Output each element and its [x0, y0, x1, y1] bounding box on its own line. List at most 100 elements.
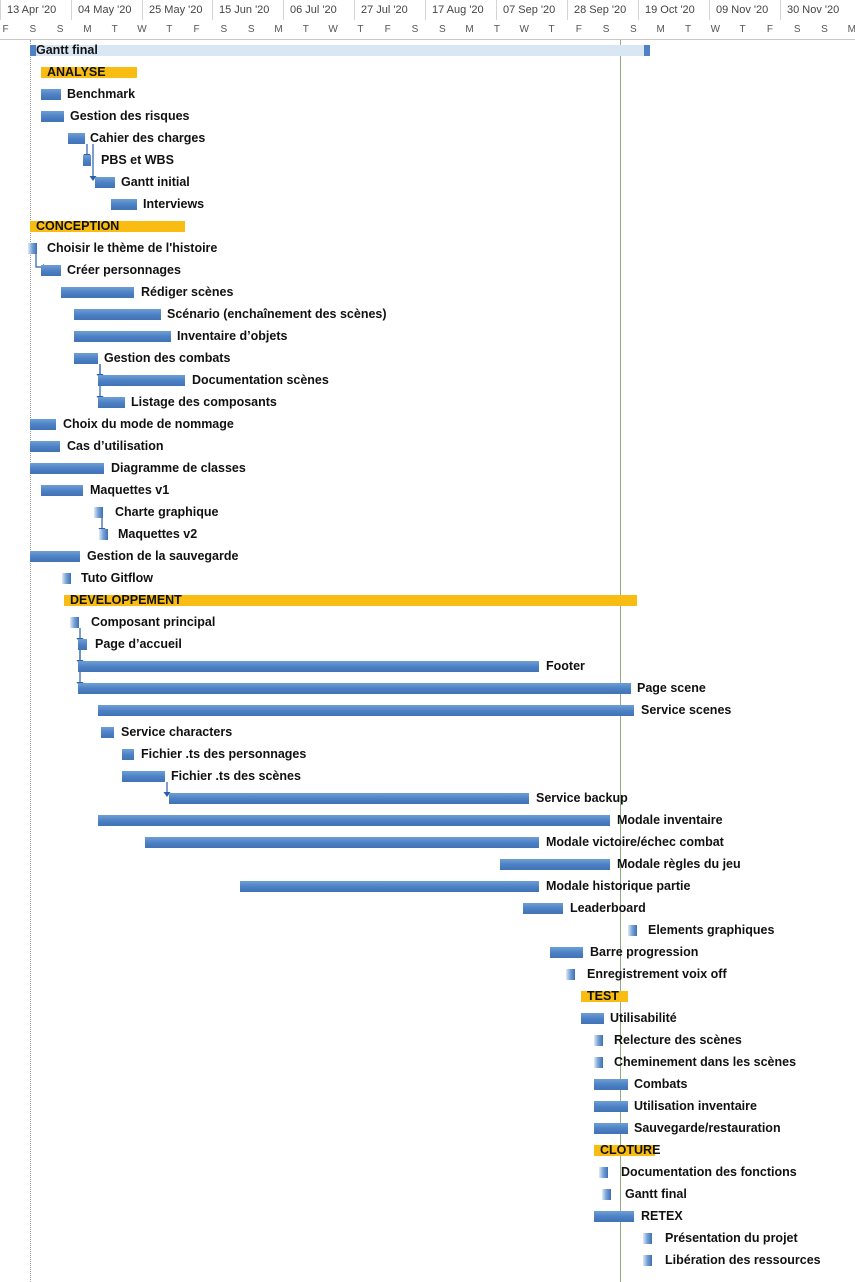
short-task-bar[interactable] — [70, 617, 79, 628]
task-row[interactable]: Elements graphiques — [0, 919, 855, 941]
task-row[interactable]: Gantt final — [0, 39, 855, 61]
task-row[interactable]: Interviews — [0, 193, 855, 215]
short-task-bar[interactable] — [28, 243, 37, 254]
task-row[interactable]: Gestion de la sauvegarde — [0, 545, 855, 567]
task-row[interactable]: CONCEPTION — [0, 215, 855, 237]
task-row[interactable]: Modale victoire/échec combat — [0, 831, 855, 853]
short-task-bar[interactable] — [602, 1189, 611, 1200]
task-bar[interactable] — [74, 309, 161, 320]
task-row[interactable]: Modale inventaire — [0, 809, 855, 831]
task-row[interactable]: Sauvegarde/restauration — [0, 1117, 855, 1139]
task-row[interactable]: Fichier .ts des scènes — [0, 765, 855, 787]
task-bar[interactable] — [122, 749, 134, 760]
short-task-bar[interactable] — [628, 925, 637, 936]
summary-bar[interactable] — [64, 595, 637, 606]
task-bar[interactable] — [41, 265, 61, 276]
task-row[interactable]: Tuto Gitflow — [0, 567, 855, 589]
task-bar[interactable] — [78, 683, 631, 694]
task-row[interactable]: Fichier .ts des personnages — [0, 743, 855, 765]
task-bar[interactable] — [550, 947, 583, 958]
task-row[interactable]: Page d’accueil — [0, 633, 855, 655]
task-bar[interactable] — [500, 859, 610, 870]
short-task-bar[interactable] — [599, 1167, 608, 1178]
task-bar[interactable] — [78, 639, 87, 650]
summary-bar[interactable] — [41, 67, 137, 78]
short-task-bar[interactable] — [643, 1233, 652, 1244]
short-task-bar[interactable] — [594, 1035, 603, 1046]
task-row[interactable]: TEST — [0, 985, 855, 1007]
task-row[interactable]: Benchmark — [0, 83, 855, 105]
task-bar[interactable] — [594, 1101, 628, 1112]
task-bar[interactable] — [594, 1123, 628, 1134]
task-bar[interactable] — [594, 1079, 628, 1090]
task-row[interactable]: Listage des composants — [0, 391, 855, 413]
task-row[interactable]: Présentation du projet — [0, 1227, 855, 1249]
task-bar[interactable] — [78, 661, 539, 672]
task-bar[interactable] — [30, 551, 80, 562]
task-row[interactable]: Charte graphique — [0, 501, 855, 523]
task-bar[interactable] — [30, 463, 104, 474]
task-row[interactable]: Combats — [0, 1073, 855, 1095]
task-row[interactable]: Libération des ressources — [0, 1249, 855, 1271]
task-bar[interactable] — [169, 793, 529, 804]
task-bar[interactable] — [95, 177, 115, 188]
task-row[interactable]: Diagramme de classes — [0, 457, 855, 479]
task-bar[interactable] — [61, 287, 134, 298]
summary-bar[interactable] — [581, 991, 628, 1002]
task-row[interactable]: Maquettes v1 — [0, 479, 855, 501]
task-row[interactable]: ANALYSE — [0, 61, 855, 83]
task-row[interactable]: Maquettes v2 — [0, 523, 855, 545]
task-bar[interactable] — [523, 903, 563, 914]
task-row[interactable]: Choisir le thème de l'histoire — [0, 237, 855, 259]
task-row[interactable]: Service backup — [0, 787, 855, 809]
task-row[interactable]: Leaderboard — [0, 897, 855, 919]
task-row[interactable]: Cheminement dans les scènes — [0, 1051, 855, 1073]
short-task-bar[interactable] — [566, 969, 575, 980]
task-bar[interactable] — [145, 837, 539, 848]
project-summary-bar[interactable] — [30, 45, 650, 56]
task-row[interactable]: Footer — [0, 655, 855, 677]
task-row[interactable]: Enregistrement voix off — [0, 963, 855, 985]
task-row[interactable]: Cas d’utilisation — [0, 435, 855, 457]
task-bar[interactable] — [98, 375, 185, 386]
task-bar[interactable] — [30, 441, 60, 452]
task-row[interactable]: Inventaire d’objets — [0, 325, 855, 347]
task-bar[interactable] — [240, 881, 539, 892]
task-bar[interactable] — [594, 1211, 634, 1222]
task-row[interactable]: Modale historique partie — [0, 875, 855, 897]
task-row[interactable]: Choix du mode de nommage — [0, 413, 855, 435]
summary-bar[interactable] — [30, 221, 185, 232]
task-row[interactable]: CLOTURE — [0, 1139, 855, 1161]
task-row[interactable]: Cahier des charges — [0, 127, 855, 149]
task-row[interactable]: Documentation des fonctions — [0, 1161, 855, 1183]
task-bar[interactable] — [30, 419, 56, 430]
task-row[interactable]: Utilisabilité — [0, 1007, 855, 1029]
task-bar[interactable] — [111, 199, 137, 210]
task-row[interactable]: Barre progression — [0, 941, 855, 963]
task-row[interactable]: Composant principal — [0, 611, 855, 633]
task-row[interactable]: Documentation scènes — [0, 369, 855, 391]
task-bar[interactable] — [74, 353, 98, 364]
task-bar[interactable] — [98, 705, 634, 716]
short-task-bar[interactable] — [594, 1057, 603, 1068]
task-row[interactable]: Modale règles du jeu — [0, 853, 855, 875]
task-row[interactable]: Page scene — [0, 677, 855, 699]
task-row[interactable]: Gantt final — [0, 1183, 855, 1205]
task-row[interactable]: Utilisation inventaire — [0, 1095, 855, 1117]
short-task-bar[interactable] — [643, 1255, 652, 1266]
task-bar[interactable] — [98, 815, 610, 826]
task-row[interactable]: Scénario (enchaînement des scènes) — [0, 303, 855, 325]
task-row[interactable]: Relecture des scènes — [0, 1029, 855, 1051]
task-row[interactable]: Créer personnages — [0, 259, 855, 281]
task-bar[interactable] — [98, 397, 125, 408]
task-bar[interactable] — [581, 1013, 604, 1024]
task-row[interactable]: RETEX — [0, 1205, 855, 1227]
summary-bar[interactable] — [594, 1145, 655, 1156]
task-row[interactable]: PBS et WBS — [0, 149, 855, 171]
task-row[interactable]: DEVELOPPEMENT — [0, 589, 855, 611]
task-bar[interactable] — [41, 111, 64, 122]
task-row[interactable]: Gestion des risques — [0, 105, 855, 127]
task-bar[interactable] — [122, 771, 165, 782]
short-task-bar[interactable] — [94, 507, 103, 518]
